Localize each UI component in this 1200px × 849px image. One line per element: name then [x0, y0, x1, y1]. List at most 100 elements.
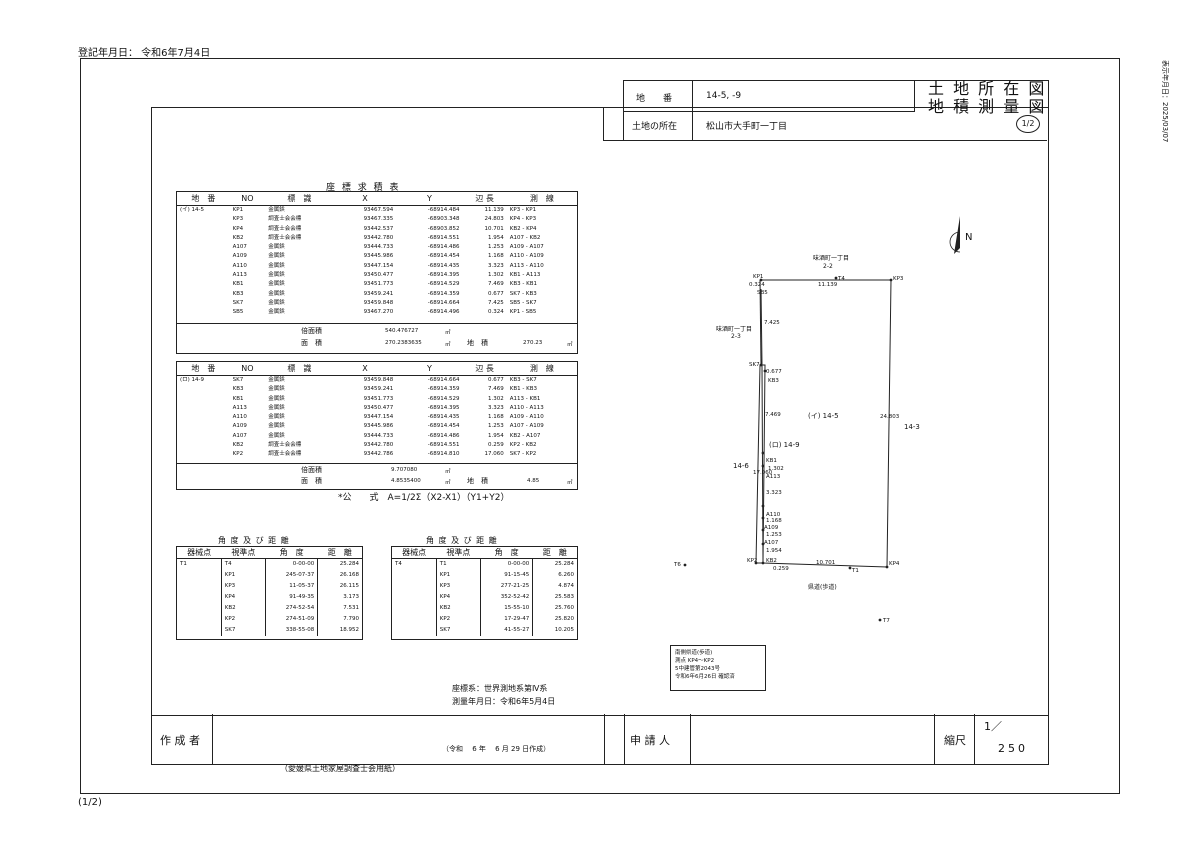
location-label: 土地の所在: [632, 122, 678, 132]
dimension-label: 1.253: [766, 532, 782, 538]
table-cell: 7.531: [317, 603, 362, 614]
table-cell: [177, 625, 221, 636]
angle-table-caption-1: 角 度 及 び 距 離: [218, 536, 290, 545]
page-marker: (1/2): [78, 797, 102, 808]
unit: ㎡: [445, 330, 451, 336]
table-cell: 金属鋲: [268, 253, 285, 260]
table-cell: KP2 - KB2: [509, 442, 537, 449]
table-cell: KP4: [232, 225, 244, 232]
col-target: 視準点: [231, 548, 256, 557]
table-cell: 調査士会会標: [268, 234, 302, 241]
table-cell: [177, 592, 221, 603]
table-cell: SK7: [232, 377, 244, 383]
table-cell: [177, 581, 221, 592]
table-cell: A109: [232, 253, 247, 260]
table-cell: KB1 - KB3: [509, 386, 538, 393]
table-cell: 93445.986: [363, 253, 394, 260]
table-cell: -68914.529: [427, 395, 460, 402]
table-cell: KP4: [435, 592, 481, 603]
table-cell: -68914.395: [427, 404, 460, 411]
table-cell: 15-55-10: [479, 603, 533, 614]
table-cell: KP1: [232, 207, 244, 213]
table-cell: [177, 243, 230, 252]
area-formula: *公 式 A=1/2Σ（X2-X1）（Y1+Y2）: [338, 493, 510, 503]
table-cell: 93444.733: [363, 432, 394, 439]
col-y: Y: [396, 192, 463, 206]
table-cell: 金属鋲: [268, 404, 285, 411]
table-cell: 93447.154: [363, 262, 394, 269]
title-line-2: 地 積 測 量 図: [928, 97, 1047, 116]
table-cell: [177, 603, 221, 614]
table-cell: SK7: [232, 299, 244, 306]
parcel-label-strip: (ロ) 14-9: [769, 441, 800, 449]
table-cell: [177, 614, 221, 625]
table-cell: -68914.359: [427, 290, 460, 297]
table-cell: 91-15-45: [479, 570, 533, 581]
col-no: NO: [229, 362, 266, 376]
table-cell: SK7: [220, 625, 266, 636]
road-label: 県道(歩道): [808, 584, 837, 591]
table-cell: 93467.594: [363, 207, 394, 213]
table-cell: 93467.270: [363, 309, 394, 316]
table-cell: 7.469: [488, 386, 504, 393]
table-cell: [177, 280, 230, 289]
unit: ㎡: [567, 342, 573, 348]
table-cell: SK7: [435, 625, 481, 636]
table-cell: [177, 234, 230, 243]
table-cell: -68914.664: [427, 299, 460, 306]
table-cell: 93459.848: [363, 299, 394, 306]
table-cell: (イ) 14-5: [180, 207, 205, 213]
table-cell: [177, 215, 230, 224]
note-line: 測点 KP4～KP2: [675, 658, 715, 664]
table-cell: KP4 - KP3: [509, 216, 537, 223]
table-cell: 金属鋲: [268, 262, 285, 269]
point-label: KB1: [766, 458, 777, 464]
point-label: KB3: [768, 378, 779, 384]
coord-table-caption: 座 標 求 積 表: [326, 183, 401, 193]
parcel-boundary-14-5: [760, 279, 892, 568]
table-cell: 277-21-25: [479, 581, 533, 592]
table-cell: KP3 - KP1: [509, 207, 537, 213]
table-cell: [177, 450, 230, 459]
table-cell: 25.284: [532, 558, 577, 570]
scale-bottom: 250: [998, 742, 1028, 755]
table-cell: 93442.786: [363, 451, 394, 458]
table-cell: T4: [395, 561, 402, 567]
parcel-value: 14-5, -9: [706, 91, 742, 101]
table-cell: 0.324: [488, 309, 504, 316]
table-cell: A113: [232, 404, 247, 411]
table-cell: 17.060: [484, 451, 504, 458]
table-cell: A113 - A110: [509, 262, 544, 269]
table-cell: T1: [435, 558, 481, 570]
table-cell: -68914.454: [427, 423, 460, 430]
table-cell: -68914.359: [427, 386, 460, 393]
table-cell: KB2: [232, 442, 244, 449]
table-cell: KP3: [435, 581, 481, 592]
table-cell: 10.205: [532, 625, 577, 636]
point-label: A113: [766, 474, 781, 480]
col-line: 測 線: [506, 192, 577, 206]
dimension-label: 7.469: [765, 412, 781, 418]
table-cell: 1.302: [488, 395, 504, 402]
table-cell: 18.952: [317, 625, 362, 636]
col-angle: 角 度: [279, 548, 304, 557]
point-label: KP4: [889, 561, 900, 567]
table-cell: [177, 385, 230, 394]
table-cell: [392, 603, 436, 614]
registration-date: 登記年月日： 令和6年7月4日: [78, 48, 211, 59]
table-cell: A113: [232, 272, 247, 279]
title-line-1: 土 地 所 在 図: [928, 79, 1047, 98]
table-cell: A110: [232, 262, 247, 269]
table-cell: 調査士会会標: [268, 442, 302, 449]
table-cell: A110 - A109: [509, 253, 544, 260]
road-confirmation-note: 南側県道(歩道) 測点 KP4～KP2 5中建管第2043号 令和6年6月26日…: [670, 645, 766, 691]
